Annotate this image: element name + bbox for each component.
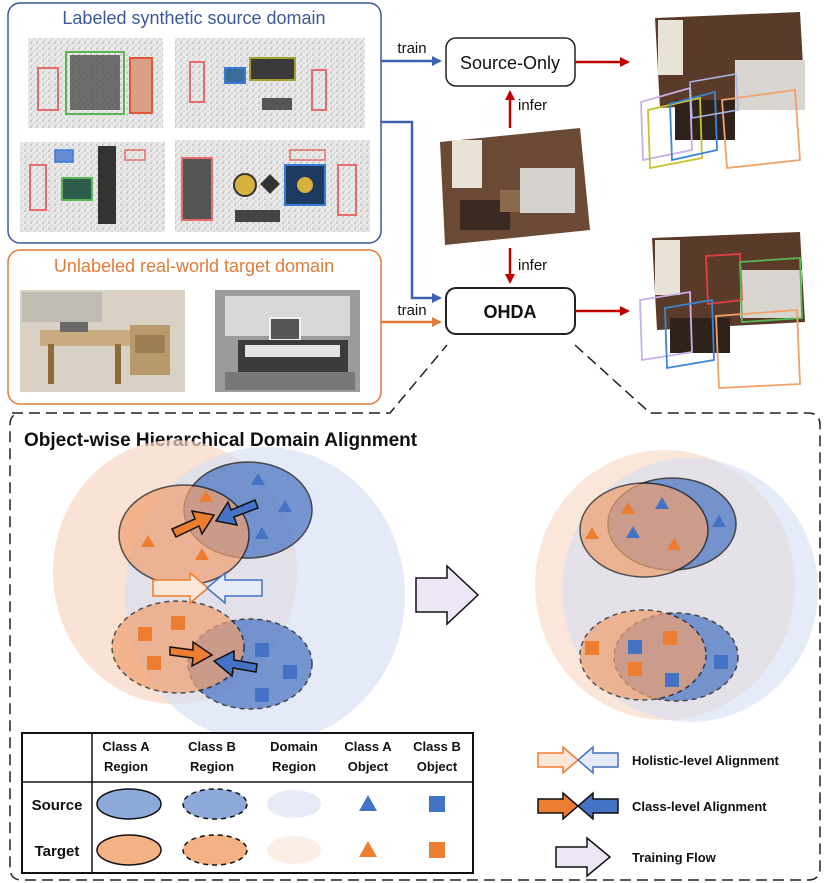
col-header-class-b-region-1: Class B [188, 739, 236, 754]
legend-target-class-b-region [182, 834, 248, 866]
holistic-level-arrows [152, 571, 263, 605]
class-b-objects [138, 616, 297, 702]
source-only-label: Source-Only [460, 53, 560, 73]
col-header-class-a-region-1: Class A [102, 739, 150, 754]
holistic-arrow-icon [537, 745, 619, 775]
source-domain-panel: Labeled synthetic source domain [7, 2, 382, 244]
arrow-legend: Holistic-level Alignment Class-level Ali… [537, 745, 780, 878]
synthetic-room-4 [175, 140, 370, 232]
train-arrow-source-ohda [381, 120, 442, 303]
col-header-class-b-object-1: Class B [413, 739, 461, 754]
training-flow-icon [555, 836, 612, 878]
col-header-class-a-object-2: Object [348, 759, 389, 774]
row-label-source: Source [32, 797, 83, 814]
class-level-arrows-b [169, 640, 258, 678]
legend-target-class-a-region [96, 834, 162, 866]
synthetic-room-1 [28, 38, 163, 128]
train-label-2: train [397, 302, 426, 319]
real-room-scan-1 [20, 290, 185, 392]
col-header-domain-region-1: Domain [270, 739, 318, 754]
alignment-callout-border [9, 344, 821, 881]
class-level-arrow-icon [537, 791, 619, 821]
source-only-box: Source-Only [445, 37, 576, 87]
col-header-domain-region-2: Region [272, 759, 316, 774]
aligned-class-a-objects [585, 497, 726, 550]
real-room-scan-2 [215, 290, 360, 392]
training-flow-arrow [415, 564, 480, 626]
target-domain-panel: Unlabeled real-world target domain [7, 249, 382, 405]
col-header-class-b-region-2: Region [190, 759, 234, 774]
legend-source-class-b-region [182, 788, 248, 820]
legend-target-class-a-object [359, 841, 377, 857]
ohda-label: OHDA [484, 302, 537, 322]
legend-target-class-b-object [429, 842, 445, 858]
col-header-class-a-object-1: Class A [344, 739, 392, 754]
aligned-class-b-objects [585, 631, 728, 687]
class-level-alignment-label: Class-level Alignment [632, 799, 767, 814]
train-label-1: train [397, 40, 426, 57]
col-header-class-b-object-2: Object [417, 759, 458, 774]
target-class-a-region [118, 484, 250, 586]
col-header-class-a-region-2: Region [104, 759, 148, 774]
legend-source-domain-region [267, 790, 321, 818]
ohda-box: OHDA [445, 287, 576, 335]
input-scan-image [440, 128, 590, 245]
target-panel-title: Unlabeled real-world target domain [54, 256, 334, 276]
after-alignment-diagram [535, 450, 818, 722]
class-a-objects [141, 473, 292, 560]
legend-column-headers: Class A Region Class B Region Domain Reg… [102, 739, 460, 774]
synthetic-room-2 [175, 38, 365, 128]
class-level-arrows-a [170, 499, 259, 538]
before-alignment-diagram [53, 440, 405, 743]
alignment-title: Object-wise Hierarchical Domain Alignmen… [24, 430, 418, 451]
source-panel-title: Labeled synthetic source domain [62, 8, 325, 28]
legend-target-domain-region [267, 836, 321, 864]
synthetic-room-3 [20, 142, 165, 232]
legend-source-class-b-object [429, 796, 445, 812]
legend-source-class-a-region [96, 788, 162, 820]
infer-label-1: infer [518, 97, 547, 114]
source-only-result [640, 12, 805, 170]
infer-label-2: infer [518, 257, 547, 274]
row-label-target: Target [35, 843, 80, 860]
legend-source-class-a-object [359, 795, 377, 811]
legend-table: Class A Region Class B Region Domain Reg… [21, 732, 474, 874]
training-flow-label: Training Flow [632, 850, 717, 865]
holistic-alignment-label: Holistic-level Alignment [632, 753, 780, 768]
target-class-b-region [111, 600, 245, 694]
ohda-result [639, 232, 805, 389]
target-class-a-region [579, 482, 709, 578]
